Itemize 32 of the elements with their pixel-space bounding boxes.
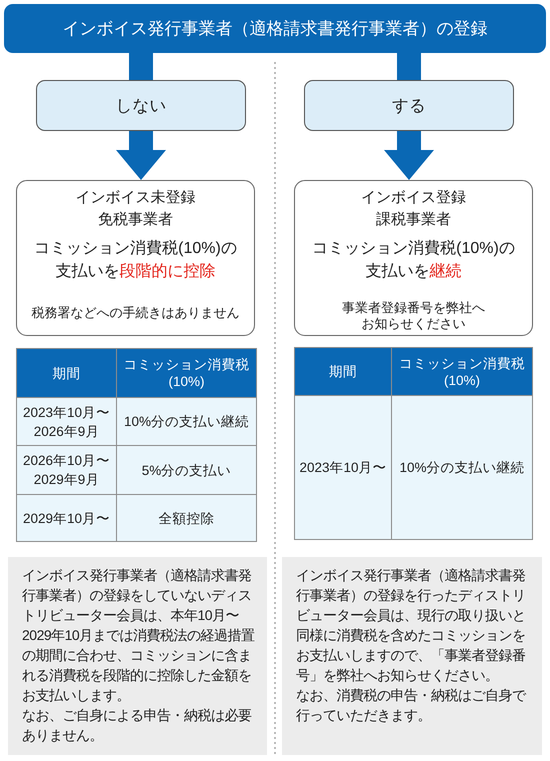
payment-statement: コミッション消費税(10%)の支払いを継続: [311, 238, 516, 282]
table-cell: 5%分の支払い: [116, 445, 257, 495]
header-cell: 期間: [294, 347, 392, 396]
header-cell: 期間: [16, 348, 117, 398]
procedure-note: 税務署などへの手続きはありません: [30, 305, 240, 321]
table-cell: 2029年10月〜: [16, 494, 117, 542]
status-heading: インボイス登録課税事業者: [360, 188, 467, 230]
procedure-note: 事業者登録番号を弊社へお知らせください: [341, 300, 486, 332]
note-paragraph: インボイス発行事業者（適格請求書発行事業者）の登録を行ったディストリビューター会員は、現行の取り扱いと同様に消費税を含めたコミッションをお支払いしますので、「事業者登録番号」を弊社へお知らせください。: [296, 566, 526, 685]
choice-box: [304, 80, 514, 131]
note-paragraph: インボイス発行事業者（適格請求書発行事業者）の登録をしていないディストリビューター会員は、本年10月〜2029年10月までは消費税法の経過措置の期間に合わせ、コミッションに含まれる消費税を段階的に控除した金額をお支払いします。: [22, 566, 256, 705]
table-cell: 全額控除: [116, 494, 257, 542]
table-cell: 10%分の支払い継続: [116, 397, 257, 446]
table-cell: 2026年10月〜2029年9月: [16, 445, 117, 495]
header-cell: コミッション消費税(10%): [391, 347, 533, 396]
note-paragraph: なお、消費税の申告・納税はご自身で行っていただきます。: [296, 686, 527, 725]
status-card: [294, 180, 533, 336]
status-heading: インボイス未登録免税事業者: [74, 188, 196, 230]
header-cell: コミッション消費税(10%): [116, 348, 257, 398]
heading-banner: [4, 4, 546, 53]
arrow: [116, 131, 166, 180]
payment-statement: コミッション消費税(10%)の支払いを段階的に控除: [33, 238, 238, 282]
table-cell: 2023年10月〜2026年9月: [16, 397, 117, 446]
status-card: [16, 180, 255, 336]
heading-text: インボイス発行事業者（適格請求書発行事業者）の登録: [62, 18, 488, 40]
arrow: [384, 131, 434, 180]
table-cell: 10%分の支払い継続: [391, 395, 533, 540]
note-paragraph: なお、ご自身による申告・納税は必要ありません。: [22, 706, 252, 745]
choice-label: する: [392, 96, 426, 116]
choice-box: [36, 80, 246, 131]
table-cell: 2023年10月〜: [294, 395, 392, 540]
choice-label: しない: [116, 96, 166, 116]
